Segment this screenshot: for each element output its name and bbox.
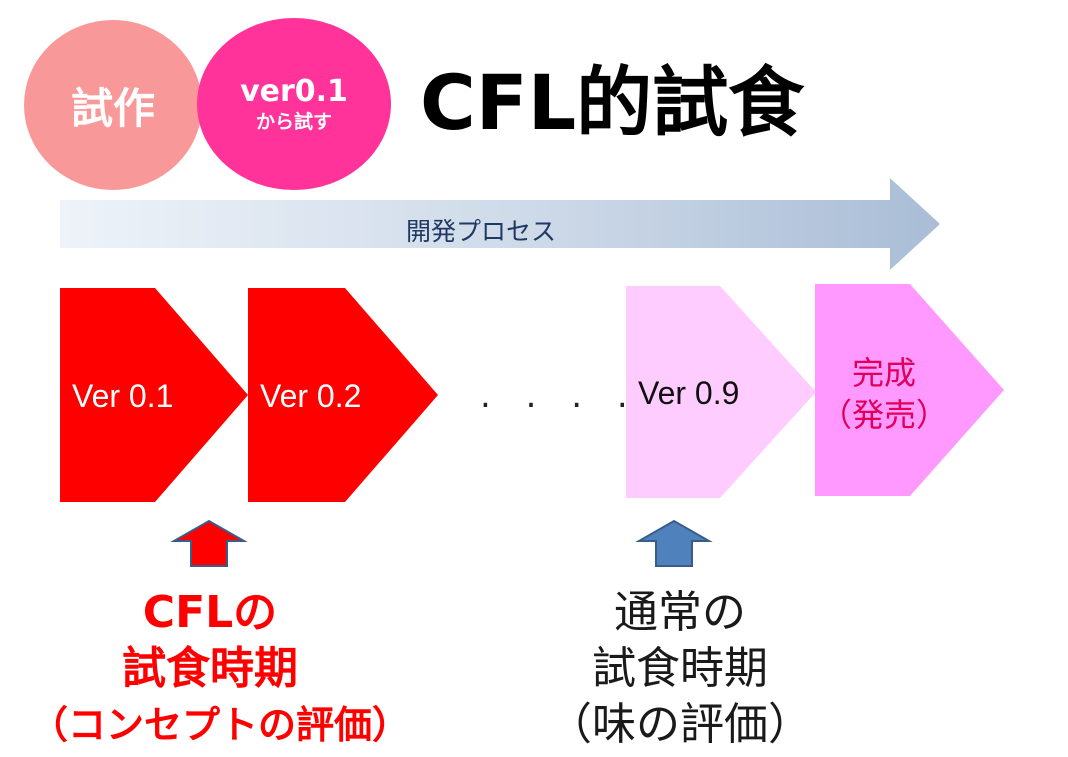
cfl-caption-line1: CFLの bbox=[142, 587, 278, 638]
prototype-badge: 試作 bbox=[24, 20, 202, 190]
prototype-badge-label: 試作 bbox=[70, 83, 155, 133]
version-badge: ver0.1 から試す bbox=[197, 18, 391, 190]
stage-shape-ver01 bbox=[60, 288, 248, 502]
version-badge-line1: ver0.1 bbox=[240, 74, 348, 109]
ellipsis: . . . . bbox=[480, 376, 640, 416]
stage-label-ver02: Ver 0.2 bbox=[260, 378, 362, 414]
cfl-caption-line3: （コンセプトの評価） bbox=[30, 703, 411, 747]
version-badge-line2: から試す bbox=[255, 111, 332, 133]
final-stage-line1: 完成 bbox=[851, 354, 916, 392]
stage-label-ver01: Ver 0.1 bbox=[72, 378, 174, 414]
normal-caption-line3: （味の評価） bbox=[548, 699, 812, 750]
up-arrow-red bbox=[170, 519, 248, 567]
stage-shape-ver09 bbox=[626, 286, 816, 498]
cfl-caption-line2: 試食時期 bbox=[122, 643, 298, 694]
normal-caption-line2: 試食時期 bbox=[592, 643, 768, 694]
stage-label-ver09: Ver 0.9 bbox=[638, 375, 740, 411]
process-arrow-label: 開発プロセス bbox=[406, 217, 557, 246]
page-title: CFL的試食 bbox=[420, 58, 805, 147]
stage-shape-final bbox=[815, 284, 1004, 496]
stage-shape-ver02 bbox=[248, 288, 438, 502]
process-arrow bbox=[60, 178, 940, 270]
final-stage-line2: （発売） bbox=[819, 396, 948, 434]
normal-caption-line1: 通常の bbox=[614, 587, 746, 638]
final-stage-label: 完成 （発売） bbox=[814, 352, 954, 436]
normal-tasting-caption: 通常の 試食時期 （味の評価） bbox=[500, 585, 860, 753]
up-arrow-blue bbox=[635, 519, 713, 567]
cfl-tasting-caption: CFLの 試食時期 （コンセプトの評価） bbox=[30, 585, 411, 753]
